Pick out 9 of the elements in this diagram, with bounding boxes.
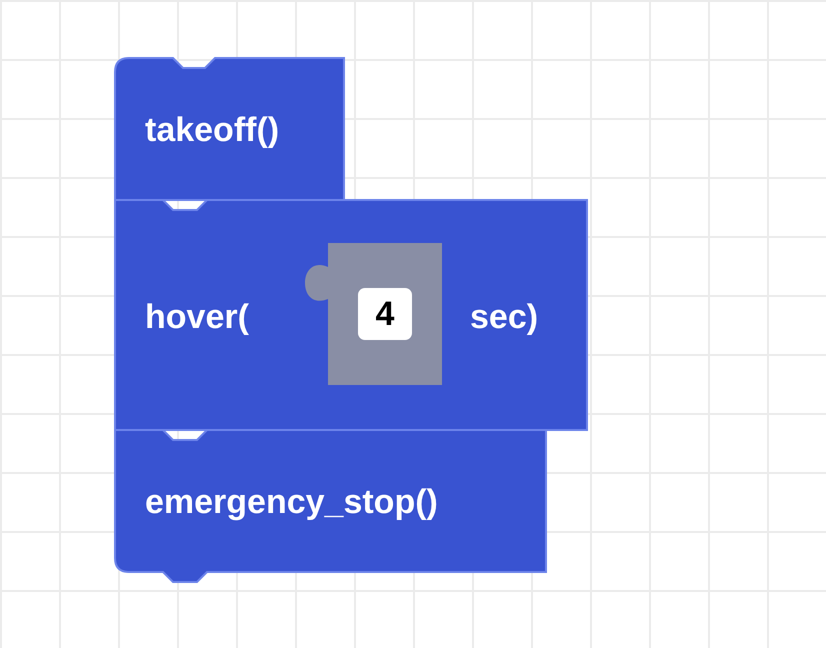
value-block	[305, 243, 442, 385]
code-block	[115, 430, 546, 584]
block-label: hover(	[145, 297, 249, 337]
block-label: takeoff()	[145, 110, 280, 150]
block-label: sec)	[470, 297, 538, 337]
code-block	[115, 200, 587, 430]
block-label: emergency_stop()	[145, 482, 438, 522]
code-block	[115, 58, 344, 200]
value-field: 4	[358, 288, 412, 340]
